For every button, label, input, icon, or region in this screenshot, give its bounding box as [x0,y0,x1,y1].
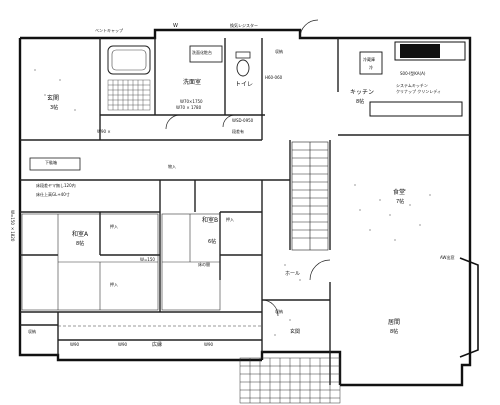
bay-window-label: AW出窓 [440,255,455,260]
vent-cap-label: ベントキャップ [95,28,123,33]
room-japanese-b-name: 和室B [202,217,219,224]
tatami-a [21,213,159,311]
bay-window [459,257,479,358]
dim-h60: H60-060 [265,75,283,80]
room-engawa-name: 広縁 [152,342,163,348]
toilet-fixture [236,59,250,77]
dim-w90-2: W90 [204,342,214,347]
kitchen-note2: クリナップ クリンレディ [396,89,441,94]
room-washroom-name: 洗面室 [183,79,202,86]
kitchen-storage-label: 冷蔵庫 [363,57,375,62]
entry-storage-label: 収納 [275,309,283,314]
dim-wm150: W=150 [140,257,155,262]
room-toilet-name: トイレ [235,81,254,88]
kitchen-counter [394,41,466,61]
bathtub-inner [111,49,147,71]
room-living-size: 8帖 [390,329,399,335]
interior-walls [20,38,470,385]
tatami-b [161,213,221,311]
room-washroom-size: W70×1750 [180,99,203,104]
room-genkan-name: 玄関 [290,329,301,335]
floor-height-note: 床仕上高GL+40寸 [36,192,70,197]
refrigerator-label: 冷 [369,65,373,70]
exhaust-fan-label: 換気レジスター [230,23,258,28]
staircase [291,141,329,251]
tokonoma-label: 床の間 [198,262,210,267]
room-living-name: 居間 [388,319,401,326]
wall-east [340,135,472,387]
room-dining-name: 食堂 [393,189,406,196]
left-dimension: W=150 ×1820 [10,210,15,242]
room-hall-name: ホール [285,271,301,277]
closet-c-label: 物入 [168,164,176,169]
toilet-tank [235,51,251,59]
room-entry-name: 玄関 [47,95,60,102]
top-storage-label: 収納 [275,49,283,54]
kitchen-island [369,101,463,117]
closet-a-label: 押入 [110,224,118,229]
wall-north-east [338,36,472,135]
floor-texture [34,69,431,336]
closet-d-label: 押入 [110,282,118,287]
tsuzuki-dim: W90 × [97,129,111,134]
kitchen-note1: システムキッチン [396,83,428,88]
door-swings [165,19,331,317]
storage-small-label: 収納 [28,329,36,334]
room-japanese-a-size: 8帖 [76,241,85,247]
bathtub [107,45,151,75]
room-dining-size: 7帖 [396,199,405,205]
kitchen-unit-label: S00-I型KA(A) [400,71,426,76]
kitchen-hood [400,44,440,58]
window-mark-label: W [173,23,178,29]
room-kitchen-name: キッチン [350,89,375,96]
dim-w90-1: W90 [118,342,128,347]
dim-kt: W70 × 1780 [176,105,202,110]
dim-ws: WSD-0950 [232,118,254,123]
shoe-box-label: 下駄箱 [45,160,57,165]
dim-w90-3: W90 [70,342,80,347]
shoe-cabinet [29,157,81,171]
refrigerator [359,51,383,75]
porch-grid [239,357,341,404]
room-japanese-b-size: 6帖 [208,239,217,245]
room-entry-size: 3帖 [50,105,59,111]
room-kitchen-size: 8帖 [356,99,365,105]
washroom-cabinet [189,45,223,63]
bath-tile [107,79,151,111]
step-note: 床段差ヤマ無し120内 [36,183,76,188]
wall-south-mid [260,350,342,385]
washroom-cabinet-label: 洗面化粧台 [192,50,212,55]
step-note-2: 段差有 [232,129,244,134]
room-japanese-a-name: 和室A [72,231,89,238]
closet-b-label: 押入 [226,217,234,222]
wall-north-west [20,28,338,40]
